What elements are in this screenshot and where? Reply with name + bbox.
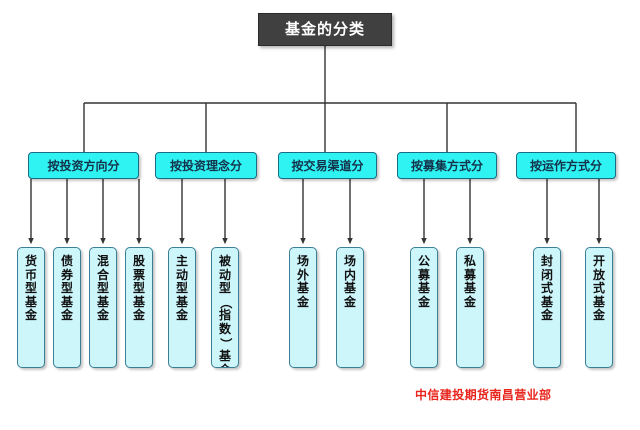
leaf-node-passive-index-fund[interactable]: 被动型（指数）基金 — [211, 247, 239, 368]
leaf-node-open-end-fund[interactable]: 开放式基金 — [585, 247, 613, 368]
leaf-node-exchange-traded-fund[interactable]: 场内基金 — [336, 247, 364, 368]
leaf-node-hybrid-fund[interactable]: 混合型基金 — [89, 247, 117, 368]
category-node-by-raising-method[interactable]: 按募集方式分 — [397, 152, 497, 179]
category-node-label: 按募集方式分 — [410, 158, 483, 173]
root-node-label: 基金的分类 — [284, 20, 365, 38]
leaf-node-label: 货币型基金 — [24, 254, 37, 323]
leaf-node-label: 公募基金 — [417, 254, 430, 309]
category-node-by-investment-philosophy[interactable]: 按投资理念分 — [155, 152, 257, 179]
leaf-node-label: 封闭式基金 — [540, 254, 553, 323]
footer-credit: 中信建投期货南昌营业部 — [415, 388, 552, 402]
leaf-node-equity-fund[interactable]: 股票型基金 — [125, 247, 153, 368]
category-node-label: 按投资理念分 — [169, 158, 242, 173]
leaf-node-label: 混合型基金 — [96, 254, 109, 323]
leaf-node-public-offering-fund[interactable]: 公募基金 — [410, 247, 438, 368]
leaf-node-bond-fund[interactable]: 债券型基金 — [53, 247, 81, 368]
leaf-node-label: 债券型基金 — [60, 254, 73, 323]
category-node-by-operation-method[interactable]: 按运作方式分 — [516, 152, 616, 179]
root-node-fund-classification[interactable]: 基金的分类 — [258, 13, 392, 46]
leaf-node-otc-fund[interactable]: 场外基金 — [289, 247, 317, 368]
category-node-label: 按投资方向分 — [47, 158, 120, 173]
leaf-node-closed-end-fund[interactable]: 封闭式基金 — [533, 247, 561, 368]
category-node-label: 按交易渠道分 — [291, 158, 364, 173]
category-node-label: 按运作方式分 — [529, 158, 602, 173]
leaf-node-label: 主动型基金 — [175, 254, 188, 323]
leaf-node-label: 开放式基金 — [592, 254, 605, 323]
leaf-node-label: 私募基金 — [463, 254, 476, 309]
leaf-node-money-market-fund[interactable]: 货币型基金 — [17, 247, 45, 368]
category-node-by-investment-direction[interactable]: 按投资方向分 — [28, 152, 139, 179]
leaf-node-label: 股票型基金 — [132, 254, 145, 323]
category-node-by-trading-channel[interactable]: 按交易渠道分 — [278, 152, 377, 179]
leaf-node-private-placement-fund[interactable]: 私募基金 — [456, 247, 484, 368]
leaf-node-label: 场内基金 — [343, 254, 356, 309]
leaf-node-label: 场外基金 — [296, 254, 309, 309]
leaf-node-active-fund[interactable]: 主动型基金 — [168, 247, 196, 368]
leaf-node-label: 被动型（指数）基金 — [218, 254, 233, 367]
